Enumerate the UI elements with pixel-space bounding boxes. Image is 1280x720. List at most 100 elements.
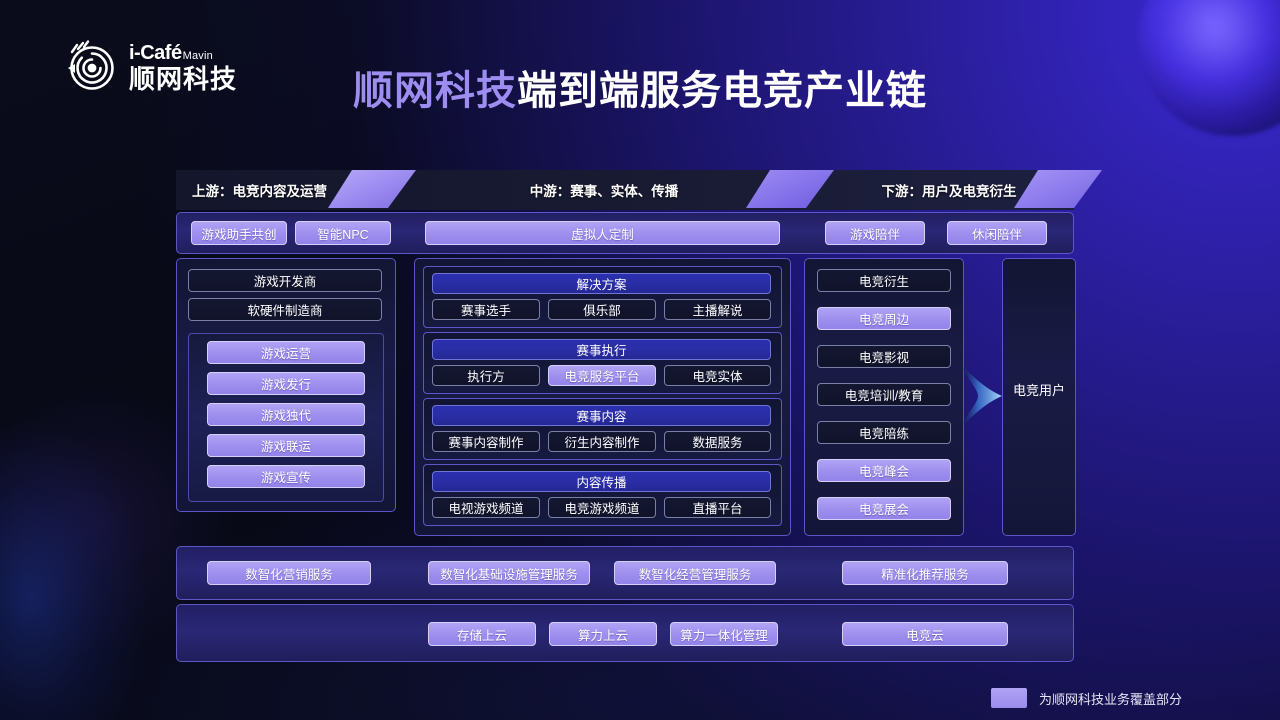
left-panel-item-0[interactable]: 游戏运营: [207, 341, 365, 364]
npc-pill-0[interactable]: 游戏助手共创: [191, 221, 287, 245]
right-item-4[interactable]: 电竞陪练: [817, 421, 951, 444]
bottom1-pill-1-label: 数智化基础设施管理服务: [440, 567, 578, 582]
right-item-6[interactable]: 电竞展会: [817, 497, 951, 520]
mid-section-3-item-2[interactable]: 直播平台: [664, 497, 771, 518]
left-panel-item-4-label: 游戏宣传: [260, 471, 311, 485]
header-segment-upstream: 上游：电竞内容及运营: [176, 170, 452, 210]
cloud-services-band: 存储上云 算力上云 算力一体化管理 电竞云: [176, 604, 1074, 662]
npc-pill-3[interactable]: 游戏陪伴: [825, 221, 925, 245]
bottom2-pill-3[interactable]: 电竞云: [842, 622, 1008, 646]
mid-section-3-item-0[interactable]: 电视游戏频道: [432, 497, 540, 518]
bottom1-pill-3[interactable]: 精准化推荐服务: [842, 561, 1008, 585]
mid-section-2-item-2-label: 数据服务: [692, 436, 743, 450]
header-arrow-1-icon: [328, 164, 416, 210]
left-panel-item-2-label: 游戏独代: [260, 409, 311, 423]
user-label: 电竞用户: [1012, 383, 1065, 398]
mid-section-2-item-2[interactable]: 数据服务: [664, 431, 771, 452]
bottom2-pill-1[interactable]: 算力上云: [549, 622, 657, 646]
decorative-orb-glow-icon: [1170, 0, 1280, 100]
right-item-5[interactable]: 电竞峰会: [817, 459, 951, 482]
right-item-6-label: 电竞展会: [858, 503, 909, 517]
right-item-1[interactable]: 电竞周边: [817, 307, 951, 330]
mid-section-2: 赛事内容 赛事内容制作 衍生内容制作 数据服务: [423, 398, 782, 460]
legend-text: 为顺网科技业务覆盖部分: [1038, 691, 1182, 707]
right-item-4-label: 电竞陪练: [858, 427, 909, 441]
left-top-item-1[interactable]: 软硬件制造商: [188, 298, 382, 321]
bottom2-pill-0-label: 存储上云: [456, 628, 507, 643]
mid-section-0-item-1[interactable]: 俱乐部: [548, 299, 656, 320]
mid-section-3-item-1[interactable]: 电竞游戏频道: [548, 497, 656, 518]
left-panel-item-4[interactable]: 游戏宣传: [207, 465, 365, 488]
right-item-3[interactable]: 电竞培训/教育: [817, 383, 951, 406]
mid-section-1-header[interactable]: 赛事执行: [432, 339, 771, 360]
bottom1-pill-1[interactable]: 数智化基础设施管理服务: [428, 561, 590, 585]
npc-pill-1[interactable]: 智能NPC: [295, 221, 391, 245]
left-top-item-0-label: 游戏开发商: [253, 275, 317, 289]
header-segment-midstream: 中游：赛事、实体、传播: [434, 170, 774, 210]
header-arrow-2-icon: [746, 164, 834, 210]
bottom2-pill-1-label: 算力上云: [577, 628, 628, 643]
mid-section-2-item-0-label: 赛事内容制作: [448, 436, 524, 450]
npc-pill-2[interactable]: 虚拟人定制: [425, 221, 780, 245]
bottom1-pill-2[interactable]: 数智化经营管理服务: [614, 561, 776, 585]
mid-section-1: 赛事执行 执行方 电竞服务平台 电竞实体: [423, 332, 782, 394]
header-label-downstream: 下游：用户及电竞衍生: [881, 184, 1017, 199]
left-panel-item-1[interactable]: 游戏发行: [207, 372, 365, 395]
curved-right-arrow-icon: [956, 358, 1004, 434]
bottom1-pill-0[interactable]: 数智化营销服务: [207, 561, 371, 585]
legend: 为顺网科技业务覆盖部分: [990, 688, 1182, 708]
mid-section-1-item-2[interactable]: 电竞实体: [664, 365, 771, 386]
left-top-item-0[interactable]: 游戏开发商: [188, 269, 382, 292]
mid-section-0-item-1-label: 俱乐部: [583, 304, 621, 318]
header-label-upstream: 上游：电竞内容及运营: [192, 184, 327, 199]
mid-section-2-header[interactable]: 赛事内容: [432, 405, 771, 426]
mid-section-1-item-1[interactable]: 电竞服务平台: [548, 365, 656, 386]
npc-pill-4-label: 休闲陪伴: [971, 227, 1022, 242]
header-arrow-3-icon: [1014, 164, 1102, 210]
right-item-1-label: 电竞周边: [858, 313, 909, 327]
mid-section-0-header[interactable]: 解决方案: [432, 273, 771, 294]
right-item-5-label: 电竞峰会: [858, 465, 909, 479]
left-top-item-1-label: 软硬件制造商: [247, 304, 323, 318]
page-title-rest: 端到端服务电竞产业链: [517, 69, 927, 113]
mid-section-1-item-2-label: 电竞实体: [692, 370, 743, 384]
logo-mavin-text: Mavin: [182, 49, 213, 62]
npc-pill-4[interactable]: 休闲陪伴: [947, 221, 1047, 245]
mid-section-0-item-0[interactable]: 赛事选手: [432, 299, 540, 320]
bottom2-pill-0[interactable]: 存储上云: [428, 622, 536, 646]
mid-section-2-item-1[interactable]: 衍生内容制作: [548, 431, 656, 452]
mid-section-1-item-1-label: 电竞服务平台: [564, 370, 640, 384]
mid-section-2-header-label: 赛事内容: [576, 410, 627, 424]
user-column: 电竞用户: [1002, 258, 1076, 536]
legend-swatch: [990, 688, 1027, 708]
left-panel-item-1-label: 游戏发行: [260, 378, 311, 392]
npc-pill-3-label: 游戏陪伴: [849, 227, 900, 242]
mid-section-2-item-0[interactable]: 赛事内容制作: [432, 431, 540, 452]
downstream-column: 电竞衍生 电竞周边 电竞影视 电竞培训/教育 电竞陪练 电竞峰会 电竞展会: [804, 258, 964, 536]
mid-section-3-header-label: 内容传播: [576, 476, 627, 490]
logo-chinese-text: 顺网科技: [129, 63, 238, 94]
left-panel-item-3[interactable]: 游戏联运: [207, 434, 365, 457]
right-item-2-label: 电竞影视: [858, 351, 909, 365]
logo-icafe-text: i-Café: [129, 41, 182, 64]
bottom2-pill-2-label: 算力一体化管理: [680, 628, 768, 643]
mid-section-0: 解决方案 赛事选手 俱乐部 主播解说: [423, 266, 782, 328]
left-panel-item-3-label: 游戏联运: [260, 440, 311, 454]
mid-section-0-header-label: 解决方案: [576, 278, 627, 292]
diagram-stage: 上游：电竞内容及运营 中游：赛事、实体、传播: [176, 170, 1102, 662]
npc-service-band: 游戏助手共创 智能NPC 虚拟人定制 游戏陪伴 休闲陪伴: [176, 212, 1074, 254]
right-item-0[interactable]: 电竞衍生: [817, 269, 951, 292]
mid-section-3-header[interactable]: 内容传播: [432, 471, 771, 492]
left-panel-item-2[interactable]: 游戏独代: [207, 403, 365, 426]
mid-section-0-item-2-label: 主播解说: [692, 304, 743, 318]
header-segment-downstream: 下游：用户及电竞衍生: [824, 170, 1110, 210]
bottom1-pill-3-label: 精准化推荐服务: [881, 567, 969, 582]
mid-section-0-item-2[interactable]: 主播解说: [664, 299, 771, 320]
upstream-column: 游戏开发商 软硬件制造商 游戏运营 游戏发行 游戏独代 游戏联运: [176, 258, 396, 512]
bottom2-pill-2[interactable]: 算力一体化管理: [670, 622, 778, 646]
right-item-3-label: 电竞培训/教育: [844, 389, 924, 403]
right-item-2[interactable]: 电竞影视: [817, 345, 951, 368]
mid-section-1-item-0[interactable]: 执行方: [432, 365, 540, 386]
stage-header-strip: 上游：电竞内容及运营 中游：赛事、实体、传播: [176, 170, 1102, 210]
page-title: 顺网科技端到端服务电竞产业链: [0, 68, 1280, 114]
